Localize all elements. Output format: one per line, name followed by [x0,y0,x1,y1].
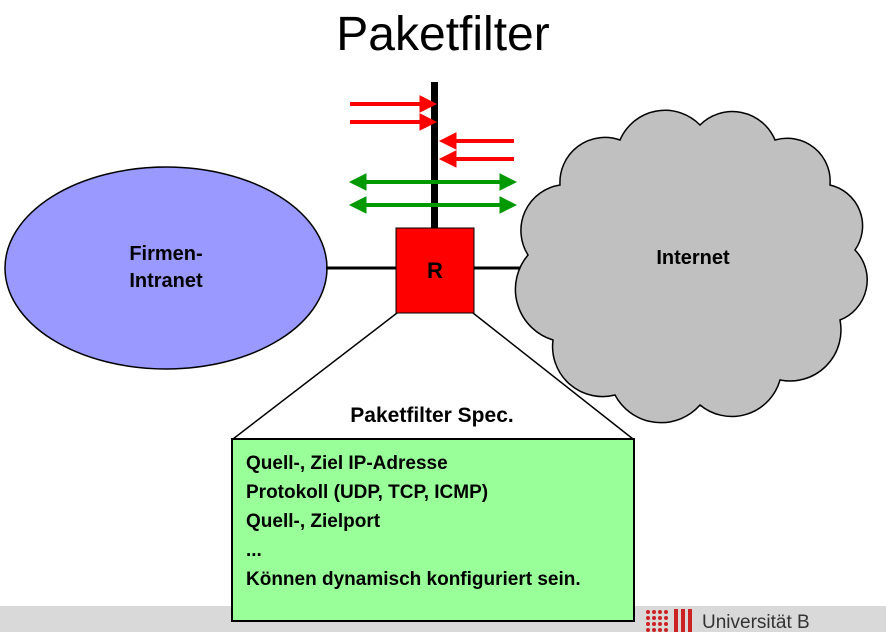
intranet-label-line1: Firmen- [129,243,203,265]
internet-cloud [514,109,868,424]
page-title: Paketfilter [336,8,550,61]
blocked-arrow-left-2 [438,150,514,168]
arrow-head-icon [499,173,518,191]
callout-line-left [232,312,398,440]
arrow-head-icon [419,113,438,131]
allowed-arrows-group [348,173,518,214]
router-box [395,227,475,314]
spec-item: Quell-, Ziel IP-Adresse [246,453,448,474]
blocked-arrow-left-1 [438,132,514,150]
intranet-label: Firmen- Intranet [60,241,272,295]
spec-heading: Paketfilter Spec. [350,404,514,427]
intranet-label-line2: Intranet [129,270,203,292]
firewall-bar [431,82,438,229]
arrow-head-icon [419,95,438,113]
blocked-arrows-group [350,95,514,168]
arrow-head-icon [438,150,457,168]
blocked-arrow-right-2 [350,113,438,131]
spec-item: Protokoll (UDP, TCP, ICMP) [246,482,489,503]
arrow-head-icon [348,173,367,191]
internet-label: Internet [656,247,730,269]
university-logo-icon [646,609,692,632]
blocked-arrow-right-1 [350,95,438,113]
allowed-arrow-2 [348,196,518,214]
callout-line-right [472,312,634,440]
university-name: Universität B [702,612,810,632]
arrow-head-icon [438,132,457,150]
spec-item: ... [246,540,262,561]
arrow-head-icon [499,196,518,214]
arrow-head-icon [348,196,367,214]
spec-item: Quell-, Zielport [246,511,381,532]
logo-dot-grid [646,609,692,632]
spec-item: Können dynamisch konfiguriert sein. [246,569,581,590]
allowed-arrow-1 [348,173,518,191]
router-label: R [427,258,443,283]
spec-box: Quell-, Ziel IP-Adresse Protokoll (UDP, … [231,438,635,622]
